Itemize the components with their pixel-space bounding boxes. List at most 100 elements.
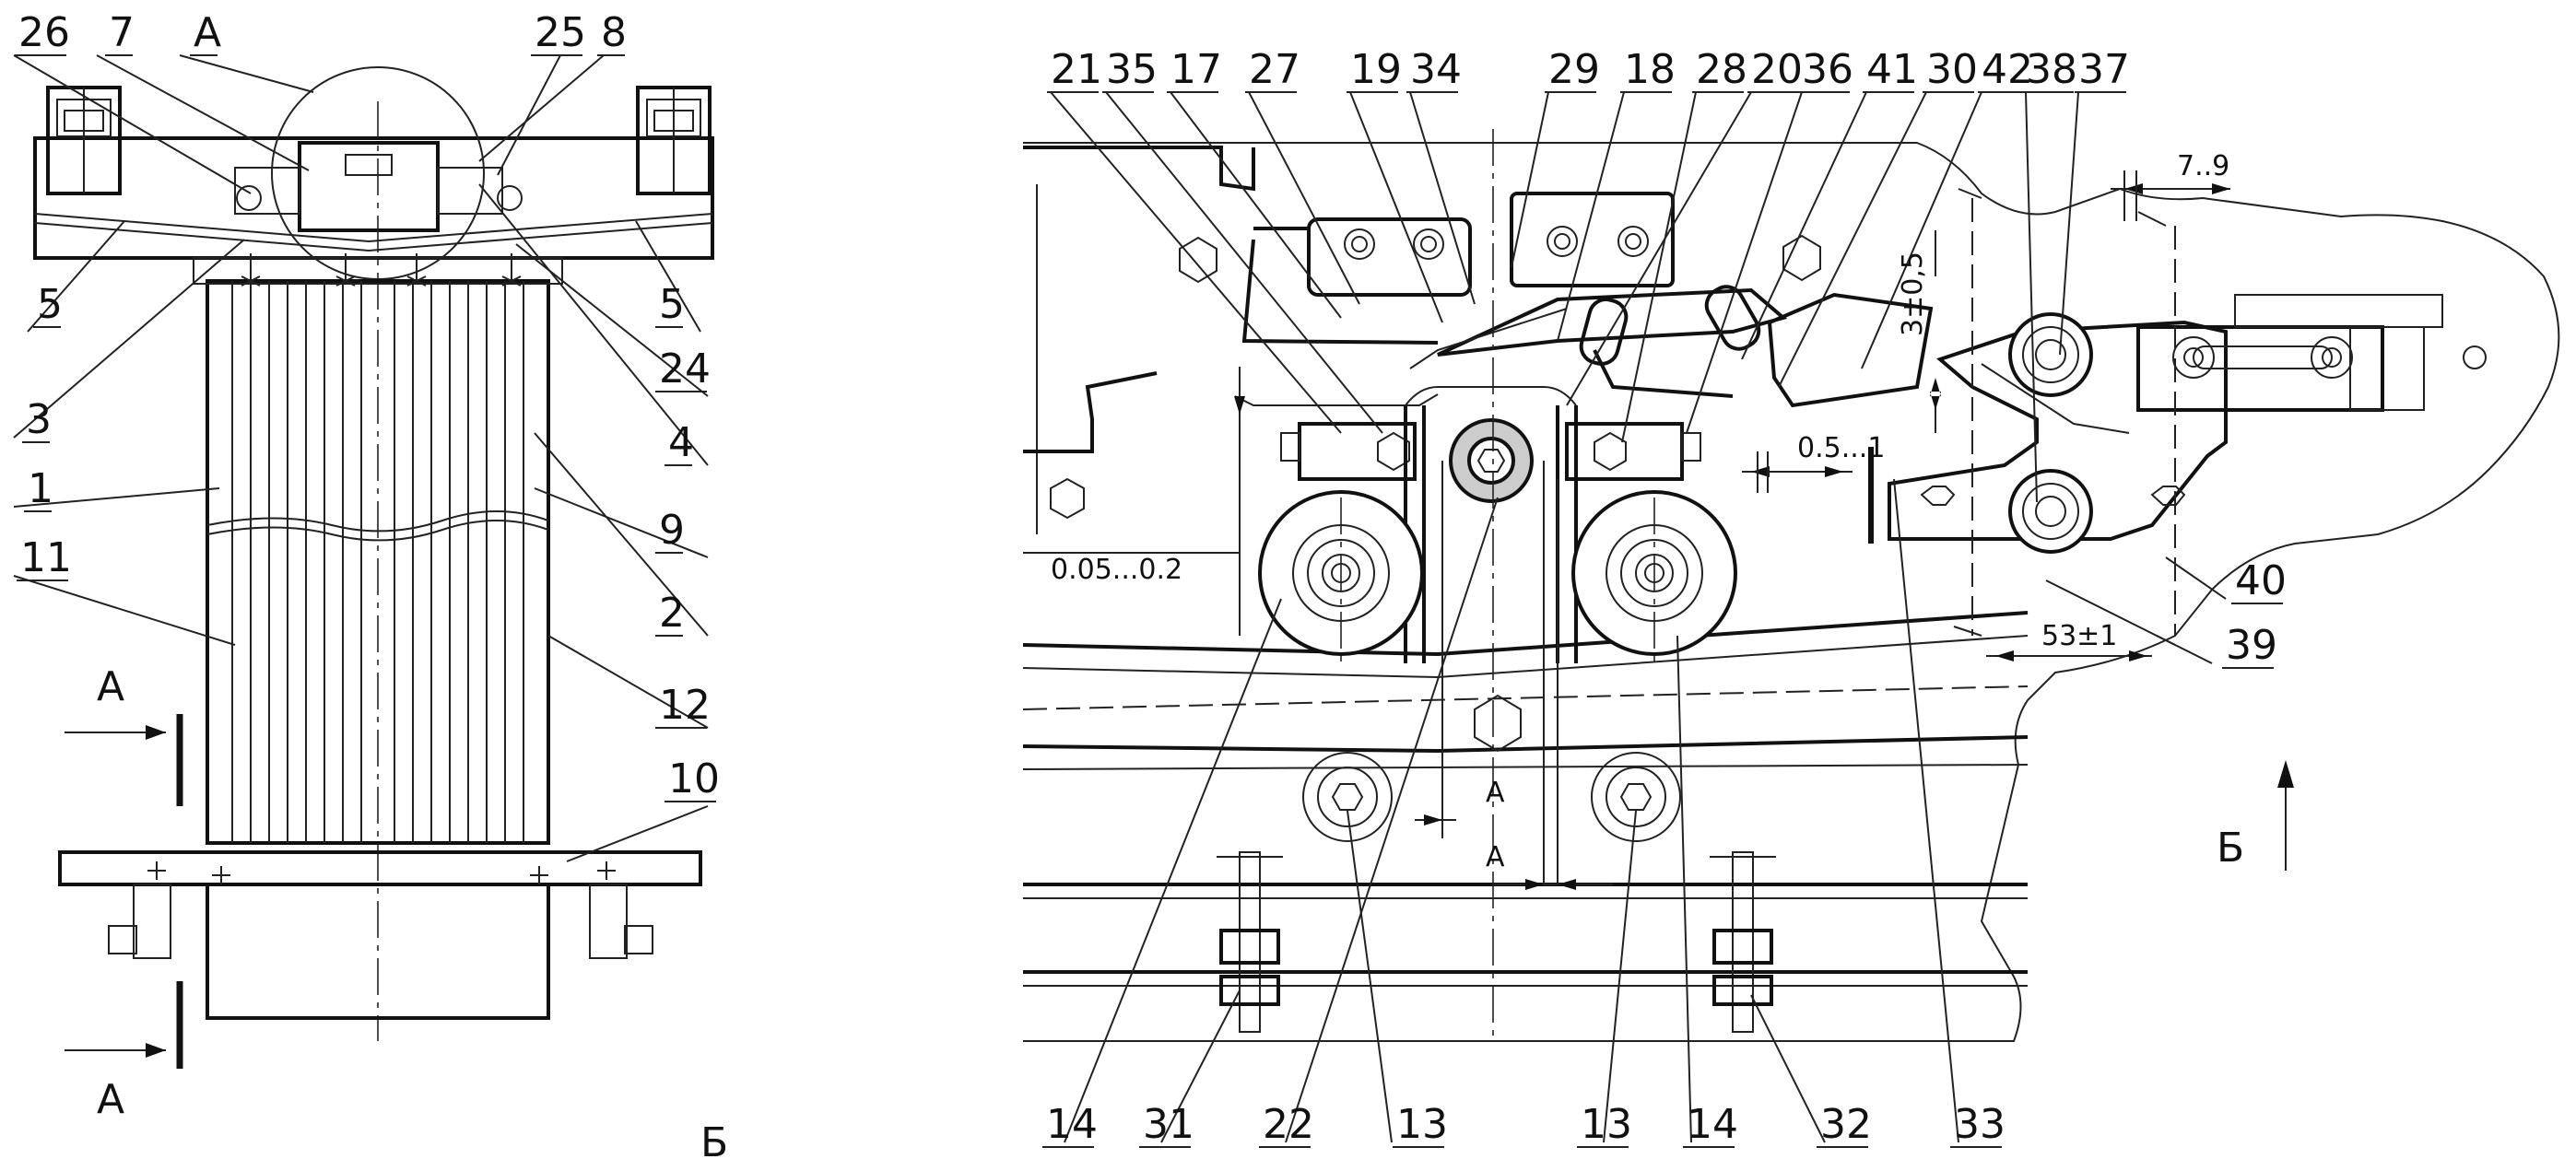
leader-line xyxy=(1861,91,1982,369)
part-label: 37 xyxy=(2078,46,2130,93)
leader-line xyxy=(1285,497,1499,1143)
dim-gap-small: 0.05...0.2 xyxy=(1051,554,1182,586)
part-label: 11 xyxy=(20,534,72,581)
top-beam xyxy=(33,136,714,260)
leader-line xyxy=(1160,989,1241,1143)
left-housing xyxy=(1023,146,1255,192)
leader-line xyxy=(1557,91,1625,342)
leader-line xyxy=(478,183,709,466)
leader-line xyxy=(1750,994,1826,1143)
right-assembly-view xyxy=(1022,129,2560,1042)
leader-line xyxy=(1064,598,1282,1143)
leader-line xyxy=(1511,91,1549,268)
part-label: 22 xyxy=(1263,1101,1314,1148)
leader-line xyxy=(547,635,709,729)
part-label: 38 xyxy=(2026,46,2077,93)
rails xyxy=(1022,611,2029,987)
part-label: 31 xyxy=(1143,1101,1194,1148)
dim-vertical-tol: 3±0,5 xyxy=(1897,252,1929,336)
part-label: 24 xyxy=(659,345,711,392)
leader-line xyxy=(534,487,709,558)
dimension-lines xyxy=(1023,170,2230,890)
part-label: 26 xyxy=(18,9,70,56)
leader-line xyxy=(1050,91,1342,434)
leader-line xyxy=(1347,810,1393,1143)
leader-line xyxy=(96,54,310,171)
view-letter-b: Б xyxy=(2217,825,2244,872)
central-clamp xyxy=(298,141,440,232)
left-assembly-view xyxy=(33,66,714,1069)
left-bracket xyxy=(46,86,122,195)
beam-spring-plate xyxy=(34,213,713,243)
leader-line xyxy=(1893,478,1959,1143)
part-label: 35 xyxy=(1106,46,1158,93)
part-label: 33 xyxy=(1954,1101,2006,1148)
part-label: 32 xyxy=(1820,1101,1872,1148)
part-label: 20 xyxy=(1751,46,1803,93)
leader-line xyxy=(1686,91,1803,434)
right-mechanism xyxy=(1868,188,2487,646)
part-label: 34 xyxy=(1410,46,1462,93)
part-label: 17 xyxy=(1170,46,1222,93)
base-housing xyxy=(206,883,550,1020)
part-label: 13 xyxy=(1396,1101,1448,1148)
bottom-letter-b: Б xyxy=(700,1119,728,1159)
leader-line xyxy=(1603,810,1637,1143)
part-label: 2 xyxy=(659,590,685,637)
part-label: 27 xyxy=(1249,46,1300,93)
leader-line xyxy=(635,220,701,333)
leader-line xyxy=(1349,91,1443,323)
right-top-plate xyxy=(1510,192,1675,287)
leader-line xyxy=(2165,556,2227,600)
coupling-22 xyxy=(1449,418,1534,503)
leader-line xyxy=(27,220,125,333)
part-label: 13 xyxy=(1581,1101,1632,1148)
leader-line xyxy=(179,54,314,93)
part-label: 19 xyxy=(1350,46,1402,93)
right-bracket xyxy=(636,86,712,195)
dim-width-79: 7..9 xyxy=(2177,150,2229,182)
part-label: 40 xyxy=(2235,557,2287,604)
section-mark-lower xyxy=(65,981,183,1069)
leader-line xyxy=(13,239,245,439)
part-label: 14 xyxy=(1046,1101,1098,1148)
part-label: 29 xyxy=(1548,46,1600,93)
lower-roller-left xyxy=(1302,752,1393,842)
radiator-fins xyxy=(231,281,524,843)
section-letter-a-upper: А xyxy=(97,663,124,710)
part-label: 7 xyxy=(109,9,135,56)
part-label: 41 xyxy=(1866,46,1918,93)
part-label: 10 xyxy=(668,755,720,802)
view-arrow-b xyxy=(2277,760,2294,871)
radiator-bolts xyxy=(241,253,522,287)
leader-line xyxy=(1566,91,1752,406)
dim-gap-mid: 0.5...1 xyxy=(1797,432,1885,464)
screw-right xyxy=(497,185,523,211)
leader-line xyxy=(13,575,236,646)
leader-line xyxy=(1248,91,1360,305)
part-label: 8 xyxy=(601,9,627,56)
dim-clear-a2: А xyxy=(1486,841,1505,873)
leader-line xyxy=(2059,91,2079,356)
part-label: 12 xyxy=(659,682,711,729)
leader-line xyxy=(13,487,220,508)
housing-outline xyxy=(1023,142,2560,1042)
part-label: 4 xyxy=(668,419,694,466)
left-top-plate xyxy=(1307,217,1472,297)
part-label: 21 xyxy=(1051,46,1102,93)
part-label: 3 xyxy=(26,396,52,443)
leader-line xyxy=(1409,91,1476,305)
section-letter-a-lower: А xyxy=(97,1076,124,1123)
leader-line xyxy=(1741,91,1867,360)
part-label: 42 xyxy=(1982,46,2033,93)
leader-line xyxy=(2025,91,2038,503)
part-label: 9 xyxy=(659,507,685,554)
screw-left xyxy=(236,185,262,211)
leader-line xyxy=(478,54,605,162)
leader-lines xyxy=(13,54,2283,1148)
hex-nuts xyxy=(1050,234,1821,753)
bolt-32 xyxy=(1710,851,1776,1033)
